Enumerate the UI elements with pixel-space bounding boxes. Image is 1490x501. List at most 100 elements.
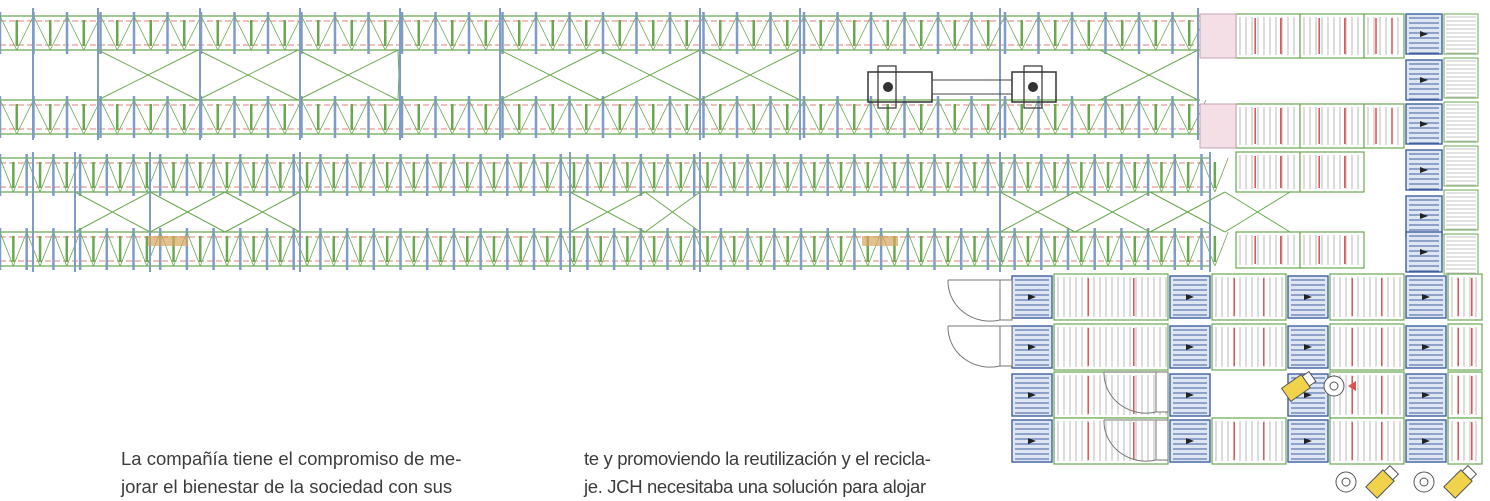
door-swing-icon — [1103, 419, 1157, 462]
rack-brace — [707, 231, 722, 267]
rack-brace — [669, 15, 688, 51]
rack-brace — [971, 15, 989, 51]
rack-brace — [33, 99, 51, 135]
rack-brace — [1004, 99, 1023, 135]
rack-brace — [652, 99, 671, 135]
rack-brace — [613, 157, 628, 193]
rack-brace — [1054, 99, 1073, 135]
rack-brace — [267, 99, 286, 135]
direction-arrow — [1422, 294, 1430, 300]
rack-brace — [317, 15, 336, 51]
rack-brace — [466, 231, 481, 267]
rack-brace — [106, 231, 121, 267]
rack-brace — [1021, 15, 1039, 51]
transfer-station — [1287, 325, 1329, 369]
rack-brace — [217, 99, 235, 135]
rack-brace — [66, 99, 85, 135]
conveyor-module — [1443, 145, 1479, 187]
rack-brace — [907, 157, 922, 193]
rack-brace — [1214, 157, 1229, 193]
rack-brace — [106, 157, 121, 193]
rack-brace — [585, 15, 604, 51]
rack-brace — [480, 157, 495, 193]
operator-head — [1341, 477, 1351, 487]
rack-brace — [183, 99, 202, 135]
rack-brace — [840, 231, 855, 267]
rack-brace — [12, 231, 28, 267]
rack-brace — [466, 157, 481, 193]
rack-brace — [173, 157, 188, 193]
rack-brace — [1038, 99, 1056, 135]
direction-arrow — [1304, 438, 1312, 444]
rack-brace — [602, 15, 621, 51]
rack-brace — [680, 231, 695, 267]
direction-arrow — [1420, 77, 1428, 83]
rack-brace — [787, 157, 802, 193]
conveyor-module — [1299, 103, 1365, 149]
rack-brace — [1094, 231, 1109, 267]
cross-brace — [499, 49, 601, 101]
rack-brace — [100, 99, 118, 135]
rack-brace — [920, 157, 935, 193]
forklift-fork — [1301, 370, 1317, 387]
rack-brace — [736, 15, 755, 51]
rack-brace — [1121, 231, 1136, 267]
rack-brace — [667, 157, 682, 193]
rack-brace — [217, 15, 235, 51]
rack-brace — [360, 231, 375, 267]
rack-brace — [426, 231, 441, 267]
rack-brace — [1201, 231, 1216, 267]
rack-brace — [418, 15, 436, 51]
rack-brace — [535, 99, 554, 135]
conveyor-module — [1053, 273, 1169, 321]
rack-brace — [1147, 231, 1162, 267]
conveyor-module — [1443, 233, 1479, 275]
pink-module — [1199, 103, 1237, 149]
rack-brace — [853, 15, 872, 51]
operator-icon — [1413, 471, 1435, 493]
rack-brace — [93, 157, 108, 193]
rack-brace — [119, 157, 134, 193]
conveyor-module — [1447, 371, 1483, 419]
rack-brace — [733, 231, 748, 267]
rack-brace — [284, 15, 302, 51]
rack-brace — [954, 99, 972, 135]
rack-brace — [317, 99, 336, 135]
rack-brace — [0, 231, 14, 267]
cross-brace — [74, 191, 151, 233]
rack-brace — [66, 157, 81, 193]
rack-brace — [368, 15, 386, 51]
conveyor-module — [1211, 417, 1287, 465]
rack-brace — [1172, 99, 1190, 135]
forklift-fork — [1383, 464, 1400, 481]
rack-brace — [627, 157, 642, 193]
rack-brace — [987, 99, 1006, 135]
rack-brace — [960, 157, 975, 193]
direction-arrow — [1304, 344, 1312, 350]
rack-brace — [1067, 231, 1082, 267]
cross-brace — [599, 49, 701, 101]
direction-arrow — [1420, 121, 1428, 127]
rack-brace — [250, 99, 269, 135]
rack-brace — [894, 157, 909, 193]
rack-brace — [535, 15, 554, 51]
door-swing-icon — [1103, 371, 1157, 414]
rack-brace — [1214, 231, 1229, 267]
conveyor-module — [1443, 57, 1479, 99]
rack-brace — [199, 157, 214, 193]
warning-arrow — [1348, 381, 1356, 391]
conveyor-module — [1443, 13, 1479, 55]
direction-arrow — [1186, 294, 1194, 300]
rack-brace — [400, 231, 415, 267]
rack-brace — [569, 15, 587, 51]
rack-brace — [560, 231, 575, 267]
rack-brace — [306, 231, 321, 267]
forklift-fork — [1461, 464, 1478, 481]
direction-arrow — [1028, 294, 1036, 300]
rack-brace — [1054, 231, 1069, 267]
rack-brace — [119, 231, 134, 267]
rack-brace — [533, 231, 548, 267]
rack-brace — [234, 15, 252, 51]
rack-brace — [707, 157, 722, 193]
rack-brace — [239, 231, 255, 267]
